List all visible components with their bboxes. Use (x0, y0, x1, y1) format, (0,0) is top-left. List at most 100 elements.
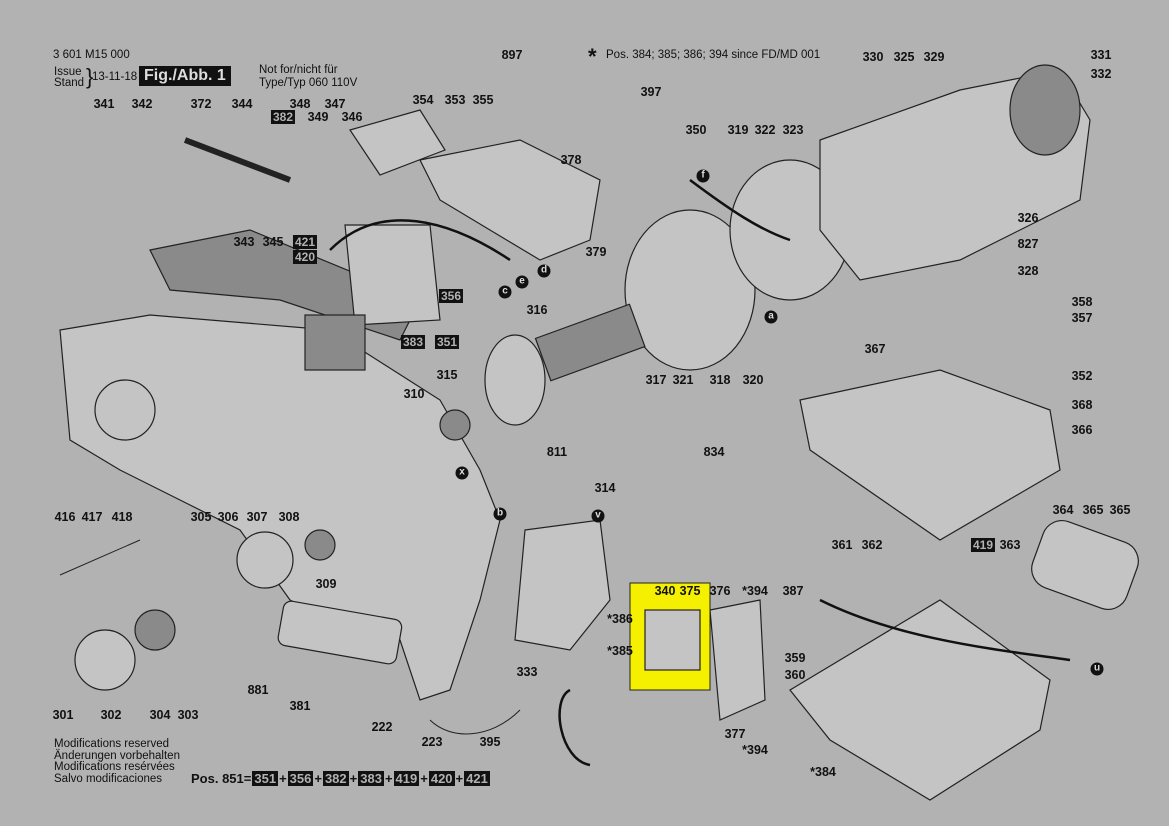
highlighted-part-label-375[interactable]: 375 (677, 584, 703, 598)
base-frame-366 (799, 369, 1061, 541)
part-label: 341 (93, 97, 115, 111)
part-label: 834 (703, 445, 725, 459)
wire-bundle-upper (329, 219, 511, 262)
part-label: 357 (1071, 311, 1093, 325)
boxed-part-label: 356 (438, 289, 464, 303)
part-label: 811 (546, 445, 568, 459)
part-label: 304 (149, 708, 171, 722)
part-label: 343 (233, 235, 255, 249)
part-label: *386 (607, 612, 633, 626)
motor-end-cap (1009, 64, 1081, 156)
boxed-part-label: 419 (970, 538, 996, 552)
part-label: 315 (436, 368, 458, 382)
part-label: 306 (217, 510, 239, 524)
part-label: 328 (1017, 264, 1039, 278)
pos-851-part: 351 (252, 771, 279, 786)
wire-marker-e: e (515, 275, 529, 289)
mod-note-es: Salvo modificaciones (54, 772, 163, 785)
boxed-part-label: 351 (434, 335, 460, 349)
issue-label-de: Stand (54, 77, 85, 89)
handle-cover-354 (349, 109, 446, 176)
part-label: 353 (444, 93, 466, 107)
switch-block (304, 314, 366, 371)
boxed-part-label: 420 (292, 250, 318, 264)
cover-376 (709, 599, 766, 721)
part-label: 316 (526, 303, 548, 317)
part-label: *394 (742, 743, 768, 757)
part-label: 307 (246, 510, 268, 524)
wire-bundle-control (558, 688, 591, 767)
wire-marker-c: c (498, 285, 512, 299)
part-label: 395 (479, 735, 501, 749)
part-label: 348 (289, 97, 311, 111)
part-label: 318 (709, 373, 731, 387)
pos-851-part: 421 (464, 771, 490, 786)
part-label: 376 (709, 584, 731, 598)
part-label: 372 (190, 97, 212, 111)
part-label: 342 (131, 97, 153, 111)
pos-851-part: 382 (322, 771, 349, 786)
plus-sign: + (314, 771, 322, 786)
part-label: 361 (831, 538, 853, 552)
part-label: 301 (52, 708, 74, 722)
pos-851-part: 383 (358, 771, 384, 786)
rod-344 (183, 137, 292, 183)
part-label: 349 (307, 110, 329, 124)
part-label: 362 (861, 538, 883, 552)
part-label: 416 (54, 510, 76, 524)
part-label: 366 (1071, 423, 1093, 437)
part-label: 340 (654, 584, 676, 598)
pos-851-part: 420 (428, 771, 455, 786)
mod-note-en: Modifications reserved (54, 738, 170, 750)
part-label: 417 (81, 510, 103, 524)
control-housing-333 (514, 519, 611, 651)
part-label: 350 (685, 123, 707, 137)
part-label: 320 (742, 373, 764, 387)
part-label: 346 (341, 110, 363, 124)
part-label: 302 (100, 708, 122, 722)
plus-sign: + (349, 771, 358, 786)
part-label: 377 (724, 727, 746, 741)
bearing-304 (134, 609, 176, 651)
pos-note: Pos. 384; 385; 386; 394 since FD/MD 001 (606, 49, 821, 61)
part-label: 323 (782, 123, 804, 137)
pos-851-label: Pos. 851= (191, 771, 252, 786)
slider-881 (277, 600, 403, 665)
part-label: 355 (472, 93, 494, 107)
shaft-416 (59, 539, 141, 576)
part-label: 322 (754, 123, 776, 137)
wire-bundle-lower (819, 598, 1071, 662)
flange-302 (74, 629, 136, 691)
bearing-315 (439, 409, 471, 441)
issue-label-en: Issue (54, 66, 82, 78)
part-label: 309 (315, 577, 337, 591)
boxed-part-label: 421 (292, 235, 318, 249)
issue-label: Issue Stand (54, 66, 85, 89)
part-label: 363 (999, 538, 1021, 552)
part-label: 378 (560, 153, 582, 167)
plus-sign: + (384, 771, 393, 786)
fan-baffle (624, 209, 756, 371)
part-label: 345 (262, 235, 284, 249)
part-label: 827 (1017, 237, 1039, 251)
part-label: 319 (727, 123, 749, 137)
wire-marker-f: f (696, 169, 710, 183)
part-label: 303 (177, 708, 199, 722)
modifications-note: Modifications reserved Änderungen vorbeh… (54, 738, 180, 785)
pos-851-formula: Pos. 851= 351+ 356+ 382+ 383+ 419+ 420+ … (191, 771, 490, 786)
capacitor-375 (644, 609, 701, 671)
wire-marker-x: x (455, 466, 469, 480)
handle-cover-355 (419, 139, 601, 261)
document-number: 3 601 M15 000 (53, 49, 130, 61)
type-note-line-2: Type/Typ 060 110V (259, 77, 358, 89)
part-label: 222 (371, 720, 393, 734)
part-label: 387 (782, 584, 804, 598)
figure-label: Fig./Abb. 1 (139, 66, 231, 86)
boxed-part-label: 383 (400, 335, 426, 349)
part-label: 381 (289, 699, 311, 713)
part-label: *384 (810, 765, 836, 779)
mod-note-fr: Modifications resérvées (54, 761, 175, 773)
part-label: 344 (231, 97, 253, 111)
part-label: 325 (893, 50, 915, 64)
armature-fan (484, 334, 546, 426)
